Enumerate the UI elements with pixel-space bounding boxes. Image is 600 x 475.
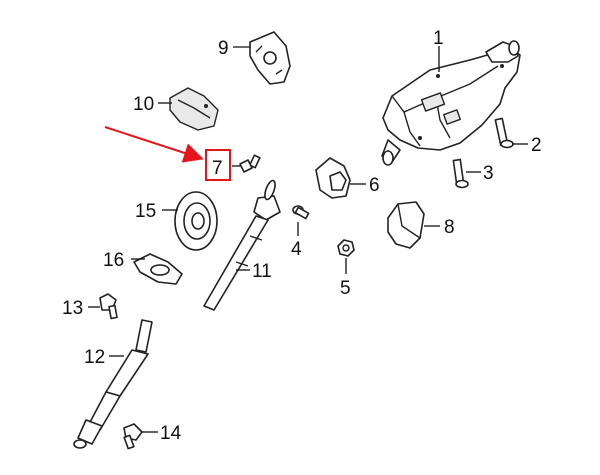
part-11-shaft xyxy=(203,179,281,311)
part-4-bolt xyxy=(292,205,310,236)
highlight-box-7 xyxy=(205,149,231,181)
part-2-bolt xyxy=(494,117,528,149)
callout-label-2: 2 xyxy=(531,135,542,156)
highlight-arrow xyxy=(104,126,204,163)
part-8-cover xyxy=(387,201,440,249)
part-1-steering-column xyxy=(381,40,521,166)
part-5-nut xyxy=(337,239,355,274)
callout-label-10: 10 xyxy=(133,94,154,115)
callout-label-4: 4 xyxy=(291,239,302,260)
callout-label-6: 6 xyxy=(369,175,380,196)
part-9-bracket xyxy=(233,31,291,85)
callout-label-14: 14 xyxy=(160,423,182,444)
part-15-seal-disc xyxy=(162,191,218,251)
callout-label-12: 12 xyxy=(84,347,105,368)
part-3-bolt xyxy=(452,158,481,189)
part-7-screw xyxy=(232,154,261,173)
part-12-lower-shaft xyxy=(73,319,153,449)
part-10-module xyxy=(158,87,219,131)
callout-label-13: 13 xyxy=(62,298,83,319)
callout-label-7: 7 xyxy=(212,158,223,179)
callout-label-3: 3 xyxy=(483,163,494,184)
callout-label-9: 9 xyxy=(218,38,229,59)
part-13-bolt xyxy=(88,293,118,320)
callout-label-15: 15 xyxy=(135,201,156,222)
callout-label-5: 5 xyxy=(340,278,351,299)
part-6-lock-housing xyxy=(315,157,366,199)
callout-label-8: 8 xyxy=(444,217,455,238)
part-16-gasket xyxy=(131,253,183,285)
part-14-bolt xyxy=(123,423,158,450)
callout-label-1: 1 xyxy=(433,28,444,49)
callout-label-16: 16 xyxy=(103,250,124,271)
callout-label-11: 11 xyxy=(252,261,272,282)
